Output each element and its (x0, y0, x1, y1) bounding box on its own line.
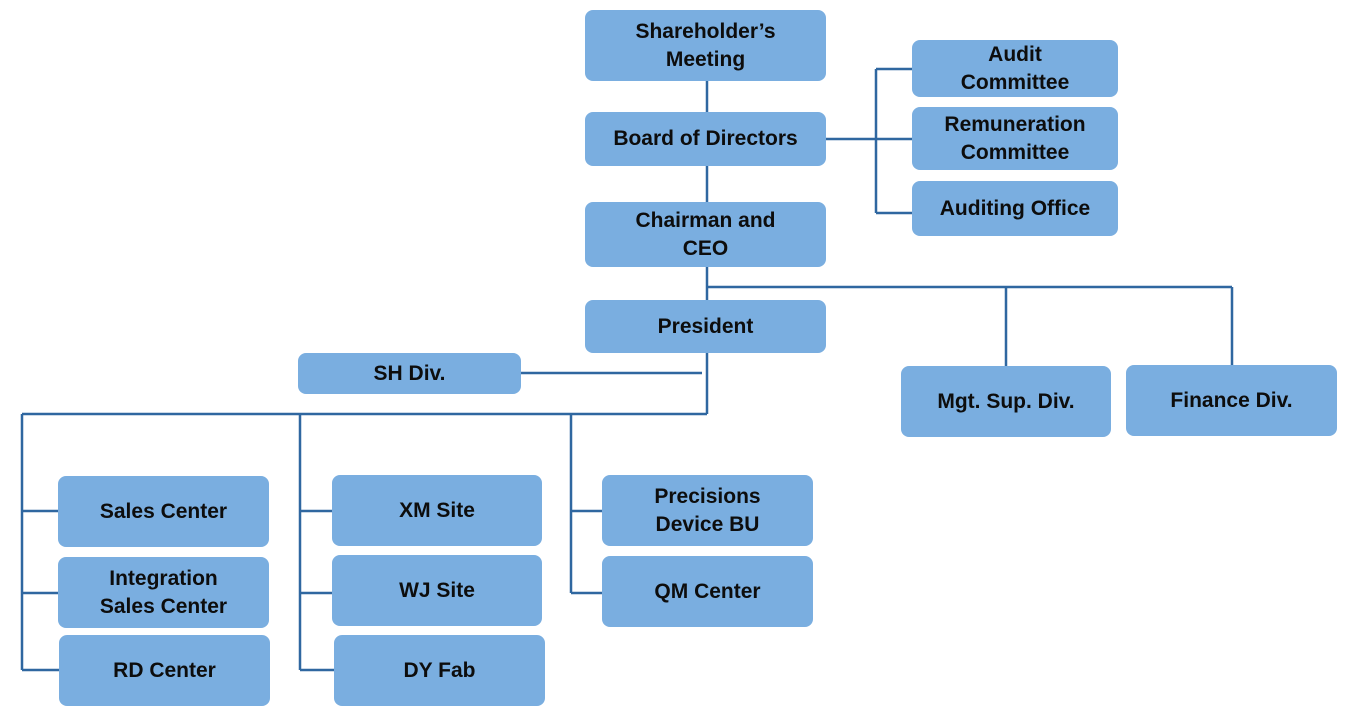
precisions-device-bu-box: Precisions Device BU (602, 475, 813, 546)
integration-sales-center-box: Integration Sales Center (58, 557, 269, 628)
qm-center-box: QM Center (602, 556, 813, 627)
finance-div-box: Finance Div. (1126, 365, 1337, 436)
auditing-office-box: Auditing Office (912, 181, 1118, 236)
president-box: President (585, 300, 826, 353)
audit-committee-box: Audit Committee (912, 40, 1118, 97)
dy-fab-box: DY Fab (334, 635, 545, 706)
sales-center-box: Sales Center (58, 476, 269, 547)
sh-div-box: SH Div. (298, 353, 521, 394)
board-of-directors-box: Board of Directors (585, 112, 826, 166)
mgt-sup-div-box: Mgt. Sup. Div. (901, 366, 1111, 437)
remuneration-committee-box: Remuneration Committee (912, 107, 1118, 170)
chairman-ceo-box: Chairman and CEO (585, 202, 826, 267)
rd-center-box: RD Center (59, 635, 270, 706)
shareholders-meeting-box: Shareholder’s Meeting (585, 10, 826, 81)
xm-site-box: XM Site (332, 475, 542, 546)
wj-site-box: WJ Site (332, 555, 542, 626)
